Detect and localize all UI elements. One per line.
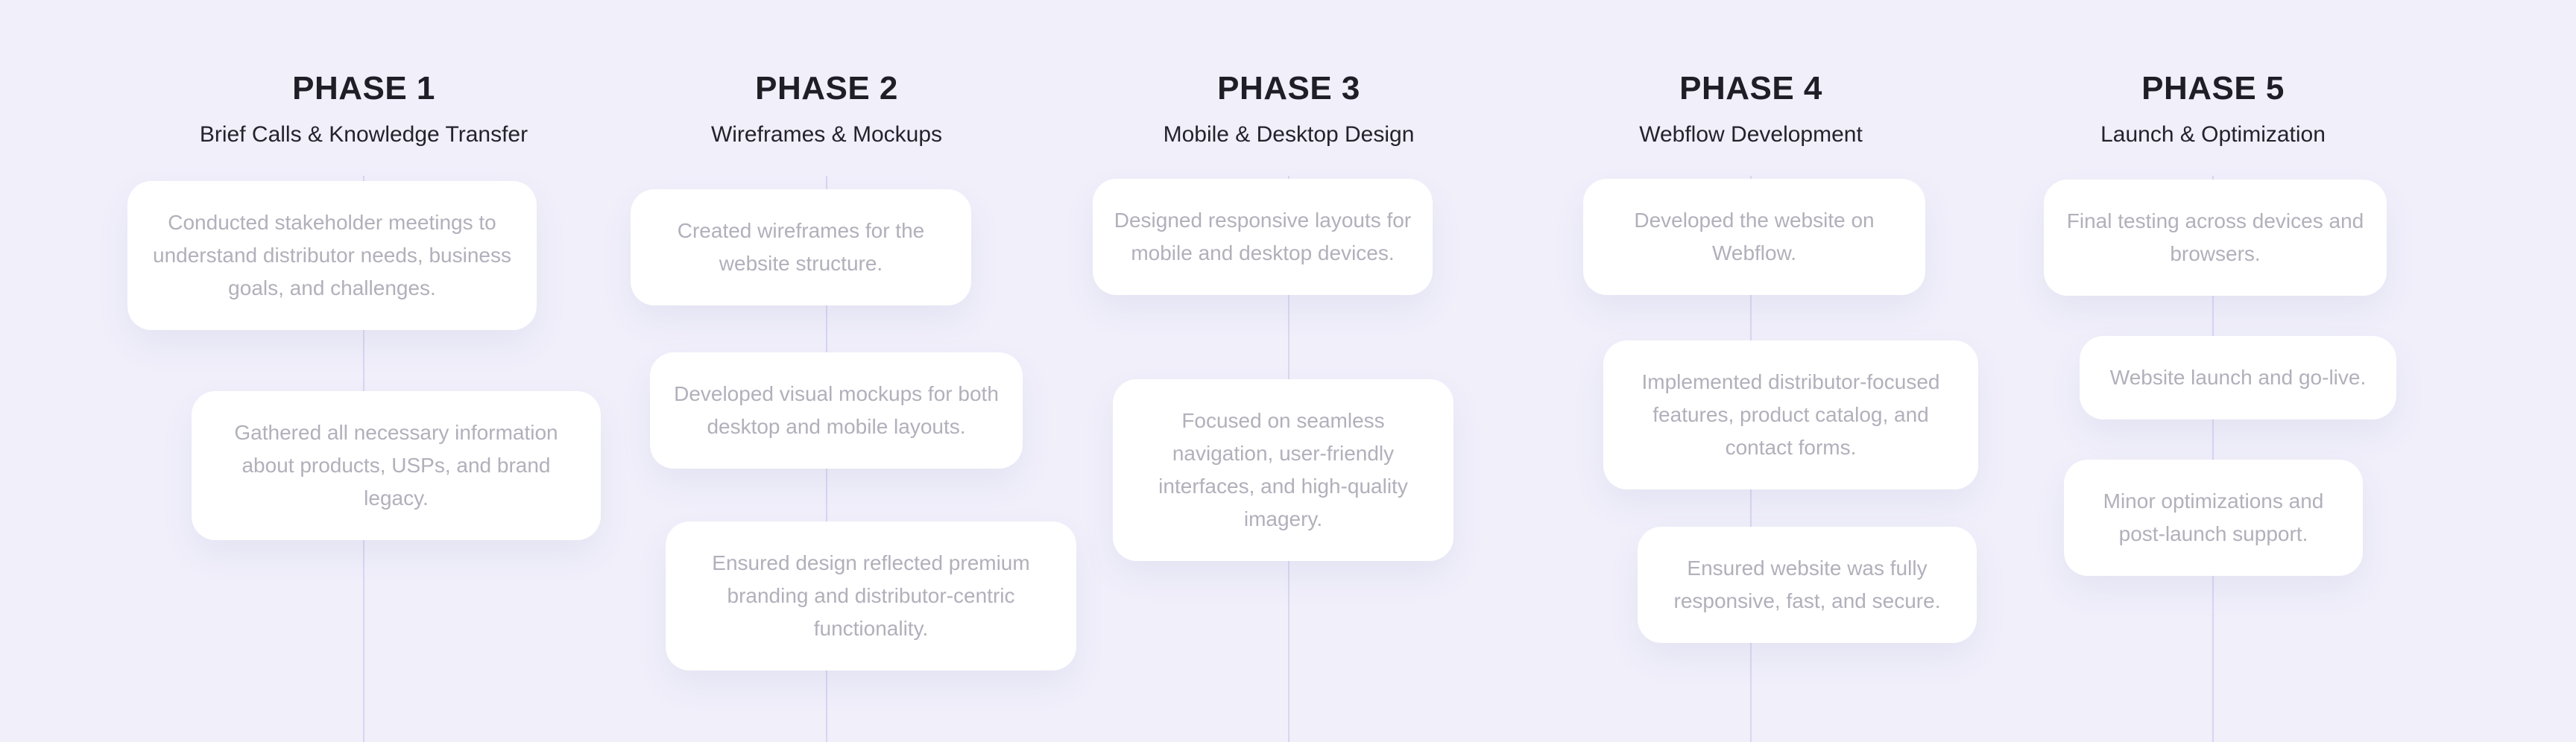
phase-5-timeline-line <box>2212 176 2214 742</box>
phase-5-card: Minor optimizations and post-launch supp… <box>2064 460 2363 576</box>
phase-2-card: Developed visual mockups for both deskto… <box>650 352 1023 469</box>
phase-5-title: PHASE 5 <box>2141 70 2285 107</box>
phase-3-subtitle: Mobile & Desktop Design <box>1163 122 1415 147</box>
phase-1-card: Gathered all necessary information about… <box>192 391 601 540</box>
phase-4-header: PHASE 4 Webflow Development <box>1512 71 1989 148</box>
phase-1-card: Conducted stakeholder meetings to unders… <box>127 181 537 330</box>
phase-2-card: Ensured design reflected premium brandin… <box>666 521 1076 670</box>
phase-5-header: PHASE 5 Launch & Optimization <box>1974 71 2452 148</box>
phase-1-subtitle: Brief Calls & Knowledge Transfer <box>199 122 528 147</box>
phase-4-subtitle: Webflow Development <box>1639 122 1863 147</box>
phase-2-title: PHASE 2 <box>755 70 898 107</box>
phase-2-subtitle: Wireframes & Mockups <box>710 122 943 147</box>
phase-1-title: PHASE 1 <box>292 70 435 107</box>
phase-2-card: Created wireframes for the website struc… <box>631 189 971 305</box>
phase-5-subtitle: Launch & Optimization <box>2100 122 2326 147</box>
phase-3-card: Designed responsive layouts for mobile a… <box>1093 179 1433 295</box>
phase-3-card: Focused on seamless navigation, user-fri… <box>1113 379 1453 561</box>
phase-4-card: Implemented distributor-focused features… <box>1603 340 1978 489</box>
phase-4-title: PHASE 4 <box>1679 70 1822 107</box>
phase-4-card: Developed the website on Webflow. <box>1583 179 1925 295</box>
phase-1-header: PHASE 1 Brief Calls & Knowledge Transfer <box>125 71 602 148</box>
phase-4-card: Ensured website was fully responsive, fa… <box>1638 527 1977 643</box>
phase-3-header: PHASE 3 Mobile & Desktop Design <box>1050 71 1527 148</box>
phase-2-header: PHASE 2 Wireframes & Mockups <box>588 71 1065 148</box>
phase-3-title: PHASE 3 <box>1217 70 1360 107</box>
phase-5-card: Final testing across devices and browser… <box>2044 180 2387 296</box>
phase-5-card: Website launch and go-live. <box>2080 336 2396 419</box>
